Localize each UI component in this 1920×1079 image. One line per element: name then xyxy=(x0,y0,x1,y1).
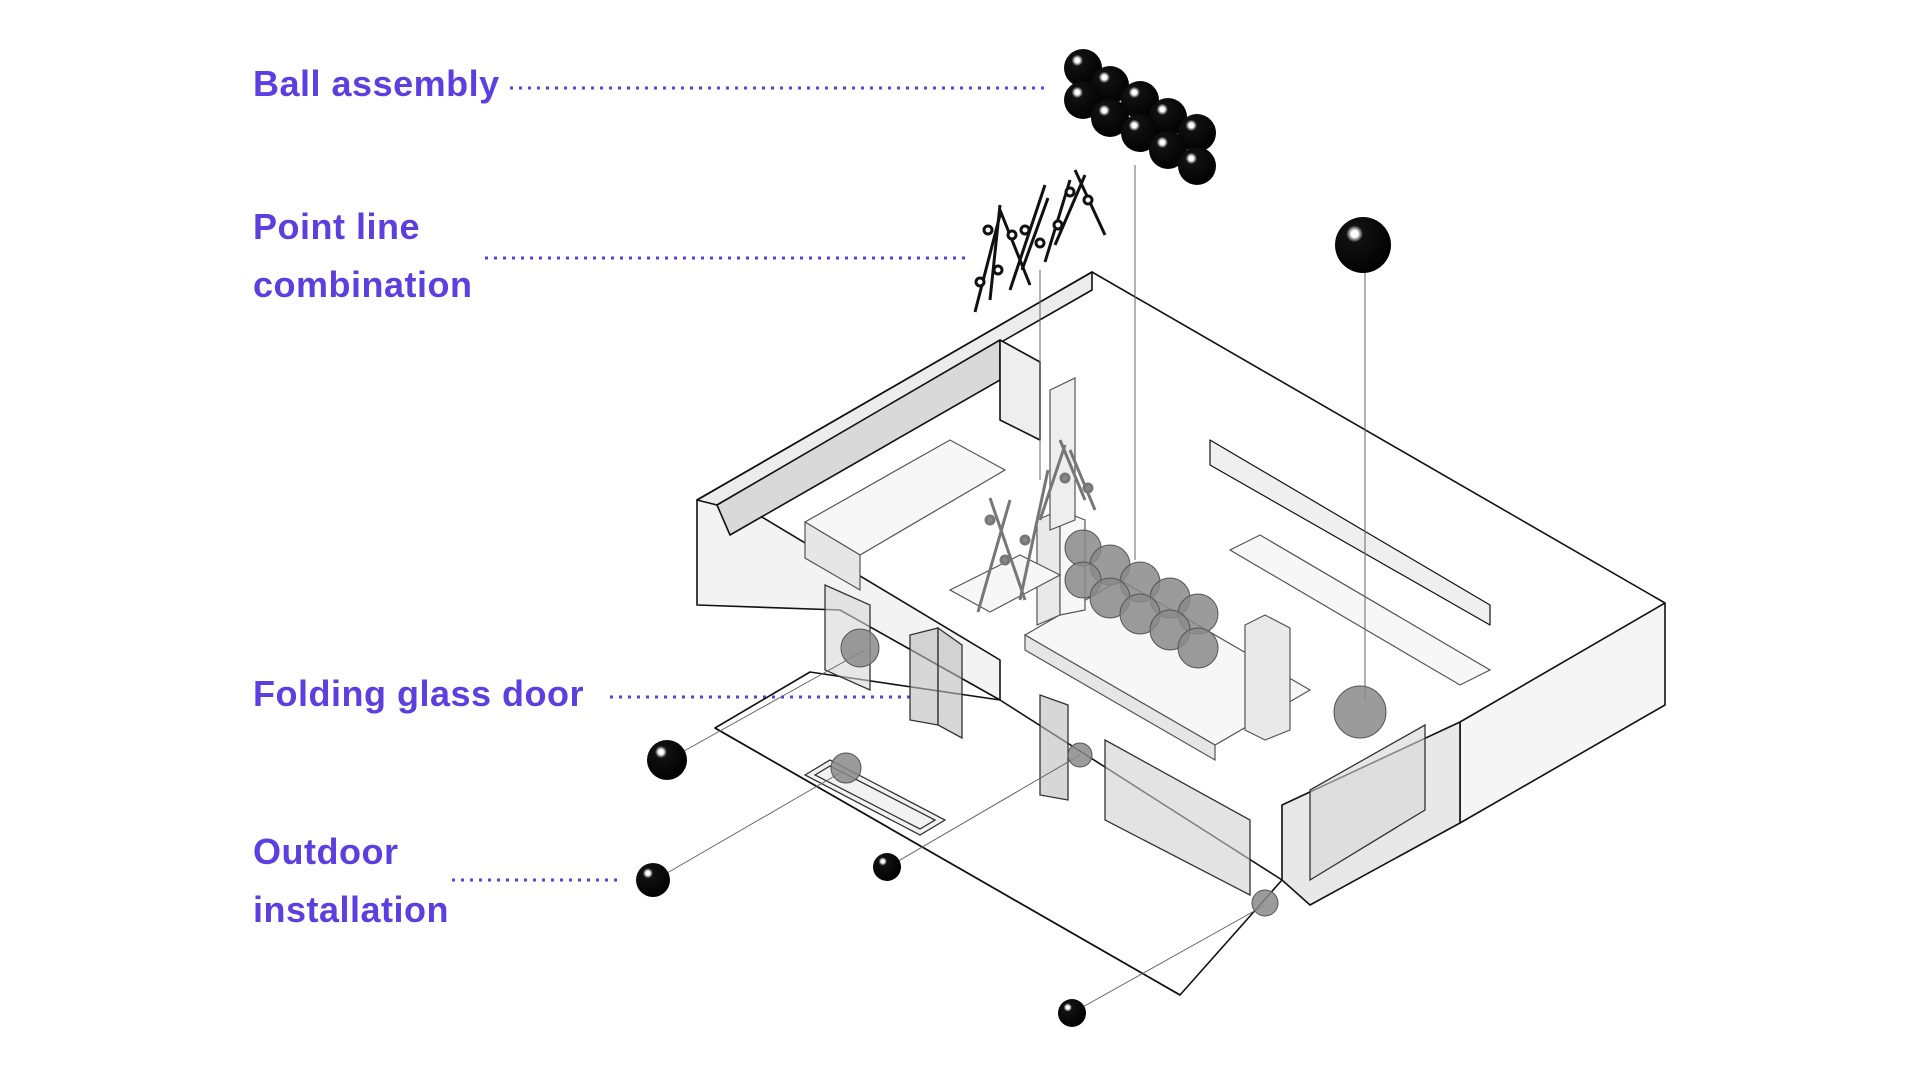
bench-right xyxy=(1228,534,1492,686)
planter-inner xyxy=(813,765,937,830)
black-sphere xyxy=(1064,81,1102,119)
bar-counter-side xyxy=(1024,633,1216,762)
point-line-combination xyxy=(973,169,1107,313)
node xyxy=(1034,237,1046,249)
interior-wall-right xyxy=(1209,439,1491,626)
label-outdoor-text-2: installation xyxy=(253,889,450,930)
outer-wall-right xyxy=(1459,602,1666,824)
label-ball-assembly: Ball assembly xyxy=(253,55,500,113)
grey-sphere xyxy=(830,752,862,784)
label-folding-glass-door: Folding glass door xyxy=(253,665,584,723)
node xyxy=(1052,219,1064,231)
rod xyxy=(1053,174,1087,246)
hang-line-5 xyxy=(654,769,846,881)
glass-wall-right xyxy=(1309,723,1426,882)
black-sphere xyxy=(647,740,687,780)
grey-sphere xyxy=(1251,889,1279,917)
black-sphere xyxy=(1058,999,1086,1027)
roof-edge xyxy=(696,271,1666,604)
label-point-line-combination: Point line combination xyxy=(253,198,473,314)
node xyxy=(992,264,1004,276)
rod xyxy=(1058,439,1087,501)
leader-lines xyxy=(452,86,1050,882)
hanging-lines xyxy=(654,165,1366,1014)
hang-line-6 xyxy=(887,754,1081,868)
rod xyxy=(1018,469,1050,601)
grey-sphere xyxy=(1333,685,1387,739)
node xyxy=(1064,186,1076,198)
grey-sphere xyxy=(840,628,880,668)
node xyxy=(999,554,1011,566)
node xyxy=(1082,194,1094,206)
black-sphere-large xyxy=(1335,217,1391,273)
black-sphere xyxy=(1149,131,1187,169)
hang-line-7 xyxy=(1071,904,1266,1014)
rod xyxy=(1008,184,1047,291)
rod xyxy=(988,204,1002,301)
glass-wall-front xyxy=(1104,738,1251,897)
node xyxy=(974,276,986,288)
table-left-side xyxy=(804,520,861,592)
label-folding-glass-door-text: Folding glass door xyxy=(253,673,584,714)
black-sphere xyxy=(1091,99,1129,137)
folding-door-2 xyxy=(937,626,963,740)
grey-sphere xyxy=(1177,627,1219,669)
label-point-line-text-1: Point line xyxy=(253,206,420,247)
outdoor-planter xyxy=(803,759,947,836)
node xyxy=(984,514,996,526)
node xyxy=(1019,224,1031,236)
point-line-projection xyxy=(976,439,1097,613)
black-sphere xyxy=(1149,98,1187,136)
hang-line-4 xyxy=(667,649,866,761)
label-outdoor-installation: Outdoor installation xyxy=(253,823,449,939)
label-ball-assembly-text: Ball assembly xyxy=(253,63,500,104)
rod xyxy=(1020,197,1050,271)
rod xyxy=(976,499,1012,613)
node xyxy=(1059,472,1071,484)
black-sphere xyxy=(1178,114,1216,152)
black-sphere xyxy=(636,863,670,897)
interior-wall-back-face xyxy=(999,339,1041,441)
rod xyxy=(998,209,1032,286)
node xyxy=(1082,482,1094,494)
table-small xyxy=(948,554,1062,613)
grey-spheres xyxy=(830,529,1387,917)
folding-door-3 xyxy=(1039,694,1069,801)
ball-assembly xyxy=(1064,49,1216,185)
rod xyxy=(988,497,1027,601)
floor-edge xyxy=(714,727,1181,996)
black-spheres xyxy=(636,217,1391,1027)
planter-outer xyxy=(803,759,947,836)
label-outdoor-text-1: Outdoor xyxy=(253,831,399,872)
black-sphere xyxy=(1178,147,1216,185)
node xyxy=(1006,229,1018,241)
glass-panels xyxy=(824,583,1426,897)
black-sphere xyxy=(1121,114,1159,152)
rod xyxy=(1038,444,1067,521)
black-sphere xyxy=(1121,81,1159,119)
pillar-right xyxy=(1244,614,1291,741)
black-sphere xyxy=(873,853,901,881)
grey-sphere xyxy=(1067,742,1093,768)
black-sphere xyxy=(1064,49,1102,87)
label-point-line-text-2: combination xyxy=(253,264,473,305)
folding-door-1 xyxy=(909,627,939,726)
node xyxy=(1019,534,1031,546)
node xyxy=(982,224,994,236)
rod xyxy=(1068,449,1097,511)
